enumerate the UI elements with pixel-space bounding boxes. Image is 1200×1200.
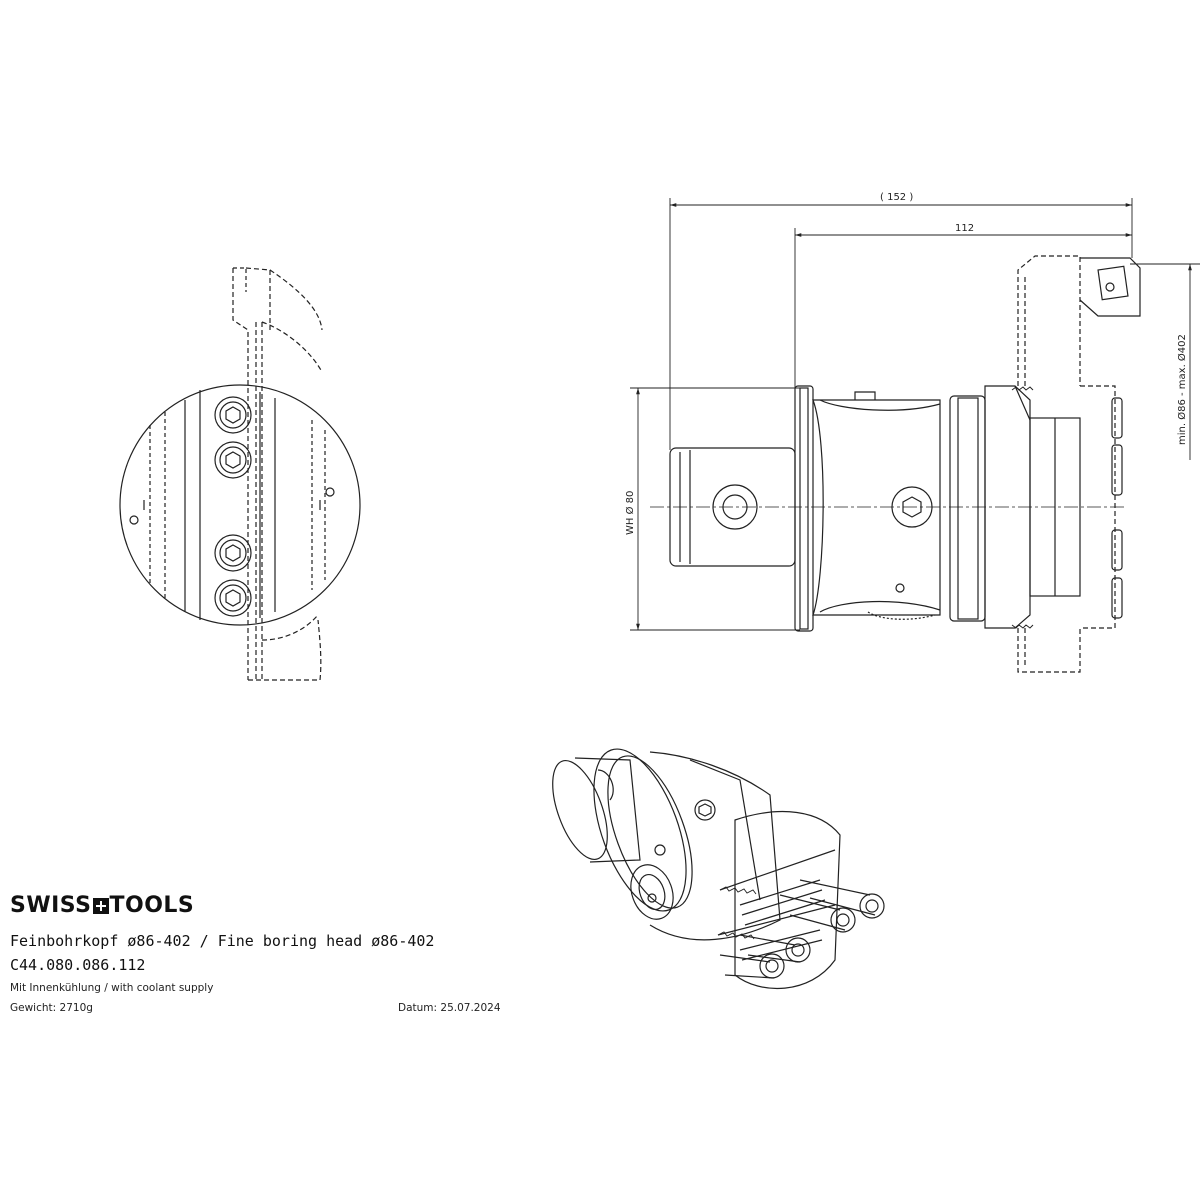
iso-bolt-4 (719, 953, 785, 979)
weight: Gewicht: 2710g (10, 1002, 93, 1014)
iso-bolt-1 (799, 879, 885, 919)
iso-bolt-3 (739, 934, 811, 963)
screw-bottom-2 (214, 579, 252, 617)
swiss-cross-icon (92, 897, 109, 914)
date: Datum: 25.07.2024 (398, 1002, 501, 1014)
dimension-lines (630, 198, 1200, 631)
coolant-note: Mit Innenkühlung / with coolant supply (10, 982, 214, 994)
brand-part1: SWISS (10, 893, 92, 918)
dimension-diameter-range: min. Ø86 - max. Ø402 (1176, 334, 1188, 445)
screw-top-1 (214, 396, 252, 434)
iso-bolt-2 (779, 894, 856, 933)
dimension-shank: WH Ø 80 (624, 491, 636, 535)
brand-part2: TOOLS (109, 893, 195, 918)
screw-top-2 (214, 441, 252, 479)
article-number: C44.080.086.112 (10, 956, 146, 974)
side-view (650, 255, 1141, 673)
brand-logo: SWISS TOOLS (10, 893, 194, 918)
front-view (119, 267, 361, 681)
isometric-view (552, 748, 885, 990)
product-title: Feinbohrkopf ø86-402 / Fine boring head … (10, 932, 435, 950)
dimension-overall-length: ( 152 ) (880, 192, 913, 203)
screw-bottom-1 (214, 534, 252, 572)
dimension-length: 112 (955, 223, 974, 234)
